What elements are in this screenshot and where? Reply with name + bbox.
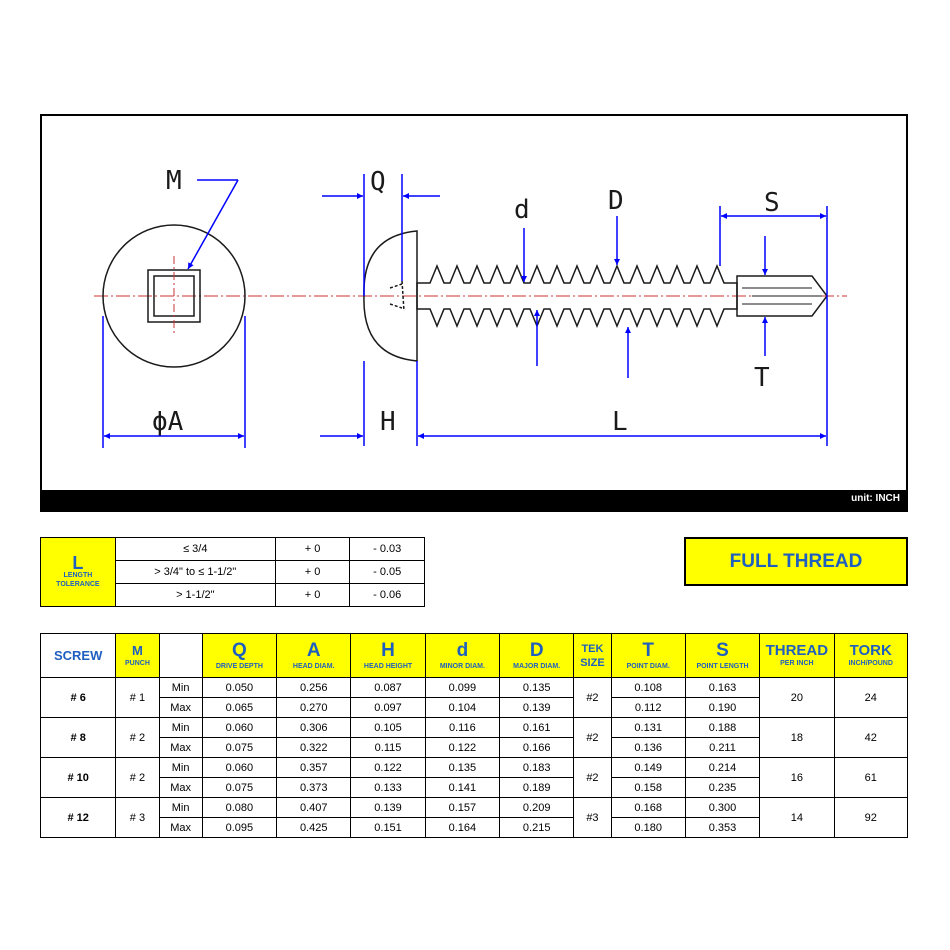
screw-diagram: M ϕA Q: [94, 166, 847, 448]
tolerance-title-cell: L LENGTH TOLERANCE: [40, 537, 116, 607]
dimension-m: M: [166, 166, 239, 270]
max-label: Max: [158, 737, 203, 758]
tolerance-plus: + 0: [274, 560, 351, 584]
table-row: # 6 # 1 Min 0.050 0.256 0.087 0.099 0.13…: [39, 677, 908, 718]
length-tolerance-table: L LENGTH TOLERANCE ≤ 3/4 + 0 - 0.03 > 3/…: [40, 537, 425, 607]
dimension-t: T: [754, 236, 770, 393]
tolerance-minus: - 0.05: [349, 560, 425, 584]
label-q: Q: [370, 167, 386, 197]
full-thread-badge: FULL THREAD: [684, 537, 908, 586]
min-label: Min: [158, 717, 203, 738]
label-h: H: [380, 407, 396, 437]
dimension-d-minor: d: [514, 195, 540, 366]
screw-side-view: [363, 230, 828, 362]
min-label: Min: [158, 797, 203, 818]
max-label: Max: [158, 817, 203, 838]
table-row: Max 0.095 0.425 0.151 0.164 0.215 0.180 …: [41, 817, 908, 838]
tolerance-range: > 3/4" to ≤ 1-1/2": [114, 560, 276, 584]
table-row: # 8 # 2 Min 0.060 0.306 0.105 0.116 0.16…: [39, 717, 908, 758]
drill-point: [736, 275, 828, 317]
label-phi-a: ϕA: [152, 407, 184, 437]
min-label: Min: [158, 757, 203, 778]
unit-label: unit: INCH: [851, 493, 900, 504]
table-row: Max 0.075 0.373 0.133 0.141 0.189 0.158 …: [41, 777, 908, 798]
label-d-major: D: [608, 186, 624, 216]
label-l: L: [612, 407, 628, 437]
header-blank: [158, 633, 203, 678]
tolerance-plus: + 0: [274, 537, 351, 561]
tolerance-minus: - 0.03: [349, 537, 425, 561]
dimension-d-major: D: [608, 186, 631, 378]
label-m: M: [166, 166, 182, 196]
table-row: # 12 # 3 Min 0.080 0.407 0.139 0.157 0.2…: [39, 797, 908, 838]
min-label: Min: [158, 677, 203, 698]
label-d-minor: d: [514, 195, 530, 225]
unit-bar: unit: INCH: [42, 490, 906, 510]
dimension-h-l: H L: [320, 206, 828, 446]
dimension-q: Q: [322, 167, 440, 296]
max-label: Max: [158, 777, 203, 798]
tolerance-range: > 1-1/2": [114, 583, 276, 607]
header-screw: SCREW: [39, 633, 117, 678]
label-s: S: [764, 188, 780, 218]
tolerance-minus: - 0.06: [349, 583, 425, 607]
max-label: Max: [158, 697, 203, 718]
head-top-view: [102, 224, 246, 368]
dimension-s: S: [719, 188, 826, 266]
label-t: T: [754, 363, 770, 393]
tolerance-range: ≤ 3/4: [114, 537, 276, 561]
table-row: # 10 # 2 Min 0.060 0.357 0.122 0.135 0.1…: [39, 757, 908, 798]
tolerance-plus: + 0: [274, 583, 351, 607]
dimension-phi-a: ϕA: [102, 316, 246, 448]
screw-drawing: M ϕA Q: [40, 114, 908, 512]
